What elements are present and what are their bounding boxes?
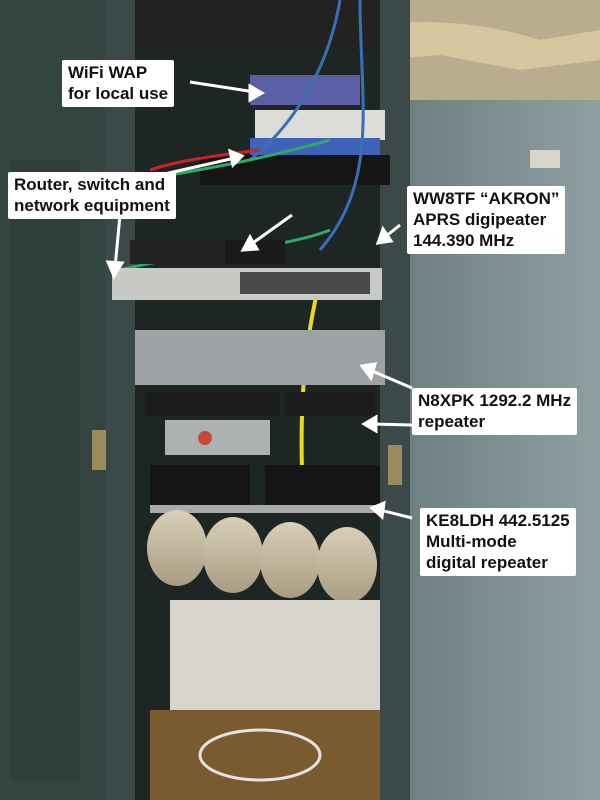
ke8ldh-repeater-label: KE8LDH 442.5125 Multi-mode digital repea… xyxy=(420,508,576,576)
left-cabinet-panel xyxy=(10,160,80,780)
n8xpk-duplexer xyxy=(165,420,270,455)
duplexer-badge xyxy=(198,431,212,445)
hinge xyxy=(388,445,402,485)
hinge xyxy=(92,430,106,470)
router-switch-label: Router, switch and network equipment xyxy=(8,172,176,219)
n8xpk-radio xyxy=(145,392,280,416)
ke8ldh-radio xyxy=(150,465,250,505)
ceiling-pipe xyxy=(380,22,600,70)
cabinet-sticker xyxy=(530,150,560,168)
arrows xyxy=(105,80,413,520)
n8xpk-radio xyxy=(285,392,375,416)
n8xpk-repeater-label: N8XPK 1292.2 MHz repeater xyxy=(412,388,578,435)
aprs-digipeater-label: WW8TF “AKRON” APRS digipeater 144.390 MH… xyxy=(407,186,566,254)
floor-grate xyxy=(150,710,380,800)
top-shelf xyxy=(135,0,380,50)
ke8ldh-radio xyxy=(265,465,380,505)
cavity-cans xyxy=(147,510,377,603)
switch-ports xyxy=(240,272,370,294)
wifi-wap-label: WiFi WAP for local use xyxy=(62,60,175,107)
lower-wall xyxy=(170,600,380,710)
rack-left-rail xyxy=(105,0,135,800)
wifi-wap-device xyxy=(250,75,360,105)
rack-shelf xyxy=(150,505,380,513)
aprs-radio xyxy=(130,240,225,264)
cable-coil xyxy=(198,728,322,782)
cavity-filter xyxy=(135,330,385,385)
